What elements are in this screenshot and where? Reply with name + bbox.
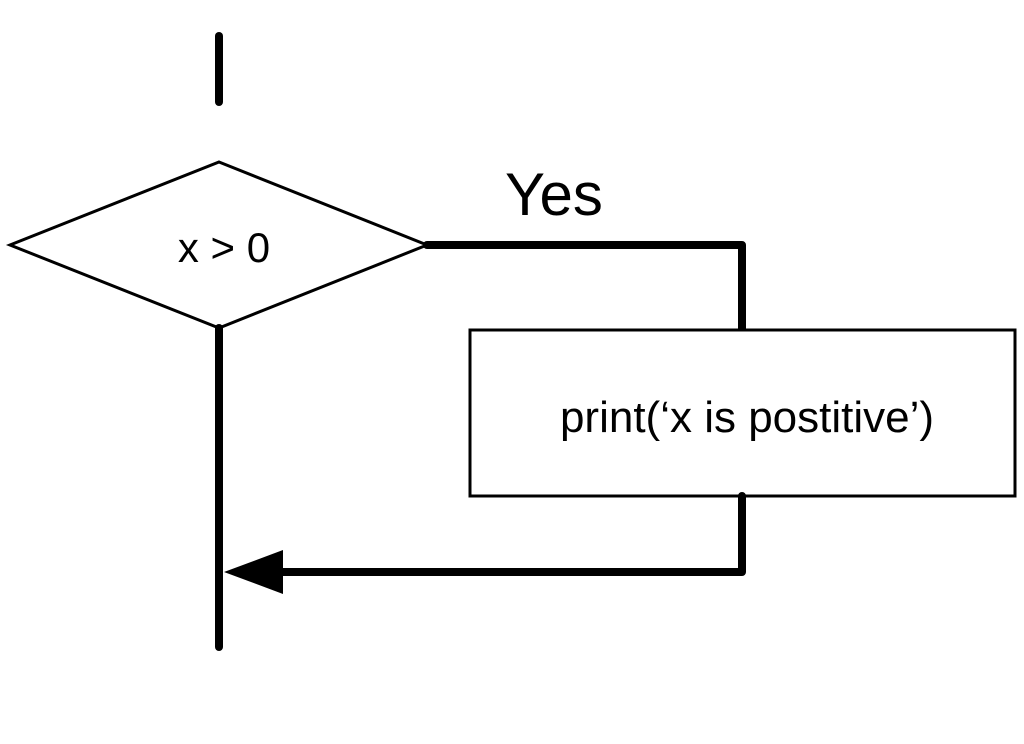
yes-branch-connector [423,241,746,334]
return-arrowhead [224,550,283,594]
action-statement-label: print(‘x is postitive’) [560,393,934,442]
decision-condition-label: x > 0 [178,224,270,271]
action-box [468,328,1017,498]
return-connector [279,492,746,576]
yes-branch-label: Yes [505,161,603,228]
